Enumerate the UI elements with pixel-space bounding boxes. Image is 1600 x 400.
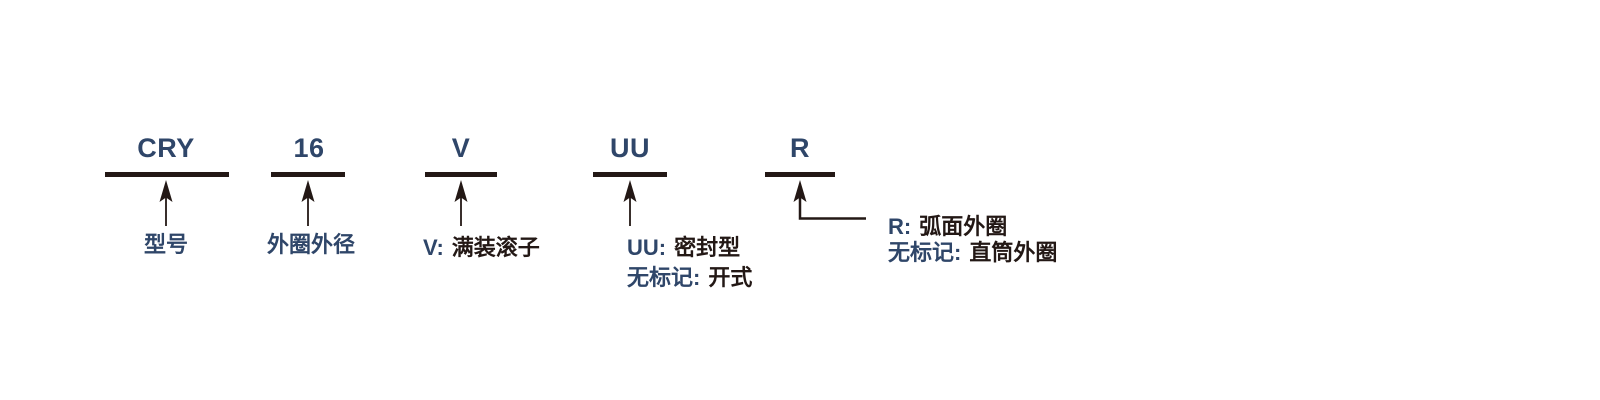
code-segment-cry: CRY (137, 133, 195, 163)
legend-line-v: V: 满装滚子 (423, 236, 540, 260)
code-segment-size: 16 (293, 133, 325, 163)
code-segment-uu: UU (610, 133, 650, 163)
legend-value: 满装滚子 (451, 235, 540, 260)
legend-line-uu-open: 无标记: 开式 (627, 266, 752, 290)
up-arrow-icon (159, 180, 173, 226)
legend-key: 无标记: (627, 265, 701, 290)
up-arrow-icon (301, 180, 315, 226)
legend-value: 直筒外圈 (969, 240, 1058, 265)
legend-key: 无标记: (888, 240, 962, 265)
legend-line-r-straight: 无标记: 直筒外圈 (888, 241, 1057, 265)
code-underline (105, 172, 229, 177)
legend-line-r-curved: R: 弧面外圈 (888, 215, 1007, 239)
legend-value: 开式 (708, 265, 753, 290)
legend-value: 密封型 (674, 235, 741, 260)
legend-value: 弧面外圈 (919, 214, 1008, 239)
elbow-up-arrow-icon (793, 180, 866, 220)
up-arrow-icon (454, 180, 468, 226)
legend-line-uu-sealed: UU: 密封型 (627, 236, 740, 260)
code-underline (765, 172, 835, 177)
up-arrow-icon (623, 180, 637, 226)
code-underline (593, 172, 667, 177)
code-underline (425, 172, 497, 177)
code-segment-v: V (451, 133, 471, 163)
legend-key: R: (888, 214, 912, 239)
code-label-model: 型号 (143, 232, 188, 257)
legend-key: V: (423, 235, 444, 260)
legend-key: UU: (627, 235, 667, 260)
code-underline (271, 172, 345, 177)
code-label-outer-diameter: 外圈外径 (266, 232, 355, 257)
code-segment-r: R (790, 133, 810, 163)
